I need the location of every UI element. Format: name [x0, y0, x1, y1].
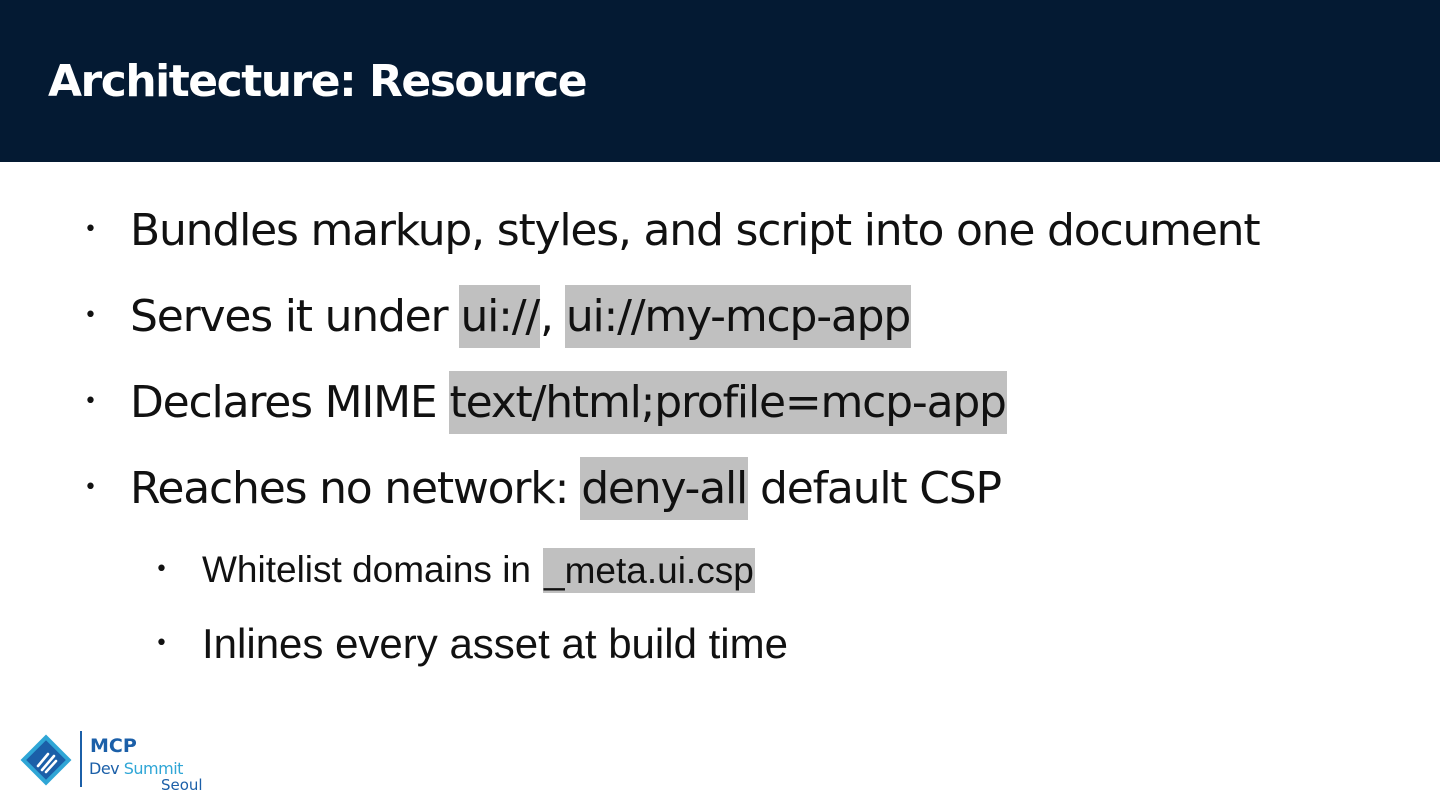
slide-title: Architecture: Resource	[48, 56, 588, 107]
bullet-glyph: •	[155, 631, 168, 656]
bullet-glyph: •	[84, 217, 97, 242]
code-ui-app-uri: ui://my-mcp-app	[564, 284, 911, 348]
bullet-glyph: •	[84, 389, 97, 414]
logo-text-dev-summit: Dev Summit	[89, 760, 183, 778]
bullet-text: Whitelist domains in	[202, 549, 532, 590]
bullet-glyph: •	[155, 557, 168, 582]
logo-text-mcp: MCP	[90, 735, 137, 757]
bullet-text: Reaches no network:	[130, 462, 569, 514]
logo-text-summit: Summit	[123, 759, 184, 778]
bullet-text: Bundles markup, styles, and script into …	[130, 204, 1261, 256]
code-deny-all: deny-all	[580, 456, 748, 520]
code-ui-scheme: ui://	[459, 284, 540, 348]
bullet-text: Declares MIME	[130, 376, 438, 428]
bullet-text-after: default CSP	[760, 462, 1002, 514]
logo-text-dev: Dev	[89, 759, 120, 778]
code-meta-csp: _meta.ui.csp	[543, 547, 755, 593]
bullet-glyph: •	[84, 303, 97, 328]
title-bar: Architecture: Resource	[0, 0, 1440, 162]
bullet-separator: ,	[540, 290, 554, 342]
bullet-text: Inlines every asset at build time	[202, 620, 788, 667]
event-logo: MCP Dev Summit Seoul	[16, 728, 216, 796]
logo-divider	[80, 731, 82, 787]
logo-text-seoul: Seoul	[161, 776, 203, 794]
code-mime-type: text/html;profile=mcp-app	[448, 370, 1007, 434]
bullet-text: Serves it under	[130, 290, 449, 342]
mcp-diamond-icon	[20, 734, 72, 786]
bullet-glyph: •	[84, 475, 97, 500]
